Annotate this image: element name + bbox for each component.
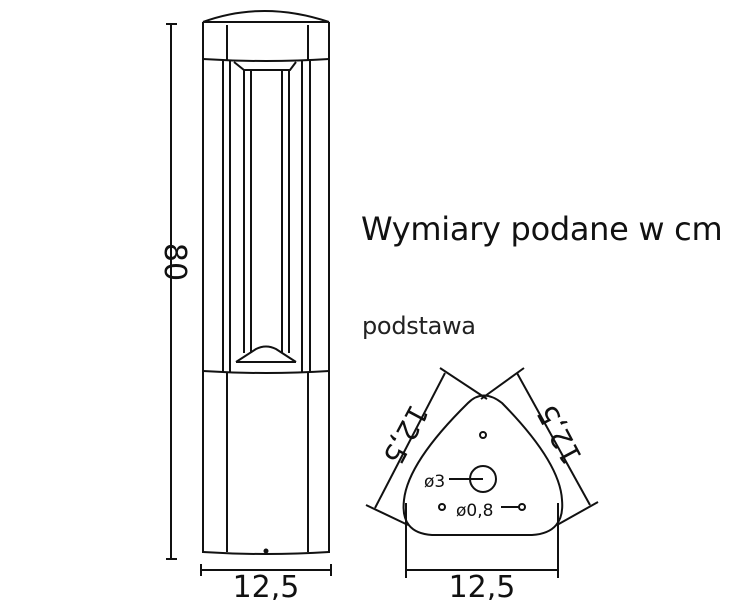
- base-bottom-dimension: [405, 503, 559, 578]
- lamp-height-label: 80: [157, 243, 192, 281]
- lamp-drawing: [202, 10, 330, 555]
- base-outline: [402, 394, 564, 536]
- base-right-label: 12,5: [530, 399, 588, 470]
- base-right-dimension: [480, 367, 599, 526]
- right-mount-hole: [518, 503, 526, 511]
- base-heading: podstawa: [362, 312, 476, 340]
- lamp-bottom-screw: [263, 548, 269, 554]
- base-left-label: 12,5: [376, 399, 434, 470]
- lamp-width-label: 12,5: [233, 570, 300, 600]
- left-mount-hole: [438, 503, 446, 511]
- width-dimension-line: [200, 564, 332, 576]
- base-left-dimension: [365, 367, 488, 526]
- center-hole-label: ø3: [424, 472, 445, 492]
- base-bottom-label: 12,5: [449, 570, 516, 600]
- dimensions-note: Wymiary podane w cm: [361, 210, 723, 248]
- mount-hole-label: ø0,8: [456, 501, 493, 521]
- top-mount-hole: [479, 431, 487, 439]
- height-dimension-line: [166, 23, 177, 560]
